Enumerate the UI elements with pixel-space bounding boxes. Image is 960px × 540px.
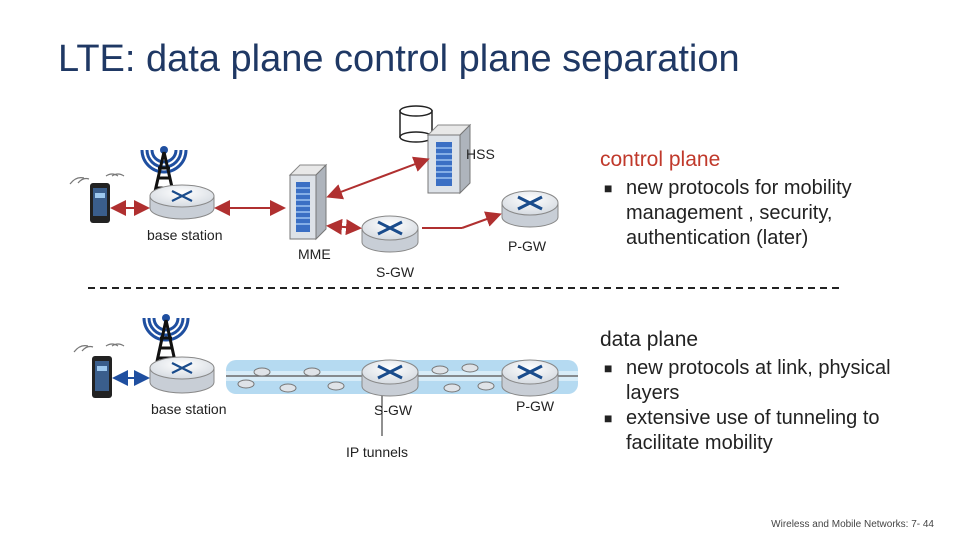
sgw-label: S-GW [374,402,413,418]
phone-icon [69,173,125,223]
data-plane-panel: data plane ■new protocols at link, physi… [600,328,940,456]
pgw-label: P-GW [516,398,555,414]
pgw-router-icon [501,190,559,228]
data-plane-bullet: ■extensive use of tunneling to facilitat… [604,407,880,454]
data-plane-heading: data plane [600,328,699,351]
base-station-label: base station [151,401,227,417]
bullet-marker-icon: ■ [604,410,613,426]
base-station-label: base station [147,227,223,243]
hss-label: HSS [466,146,495,162]
bullet-marker-icon: ■ [604,180,613,196]
antenna-tower-icon [140,146,188,197]
control-plane-bullet: ■new protocols for mobility management ,… [604,177,852,249]
pgw-router-icon [501,359,559,397]
hss-server-icon [426,123,472,195]
data-plane-bullet: ■new protocols at link, physical layers [604,357,891,404]
control-plane-heading: control plane [600,148,721,171]
database-icon [399,105,433,143]
tunnel-router-icons [237,363,495,393]
slide-footer: Wireless and Mobile Networks: 7- 44 [771,519,934,530]
mme-server-icon [288,163,328,241]
sgw-router-icon [361,215,419,253]
sgw-router-icon [361,359,419,397]
antenna-tower-icon [142,314,190,367]
slide-title: LTE: data plane control plane separation [58,38,740,80]
phone-icon [73,343,125,398]
base-station-icon [149,184,215,220]
ip-tunnels-label: IP tunnels [346,444,409,460]
mme-label: MME [298,246,331,262]
control-plane-panel: control plane ■new protocols for mobilit… [600,148,940,251]
bullet-marker-icon: ■ [604,360,613,376]
control-plane-links [110,156,502,236]
base-station-icon [149,356,215,394]
sgw-label: S-GW [376,264,415,280]
pgw-label: P-GW [508,238,547,254]
